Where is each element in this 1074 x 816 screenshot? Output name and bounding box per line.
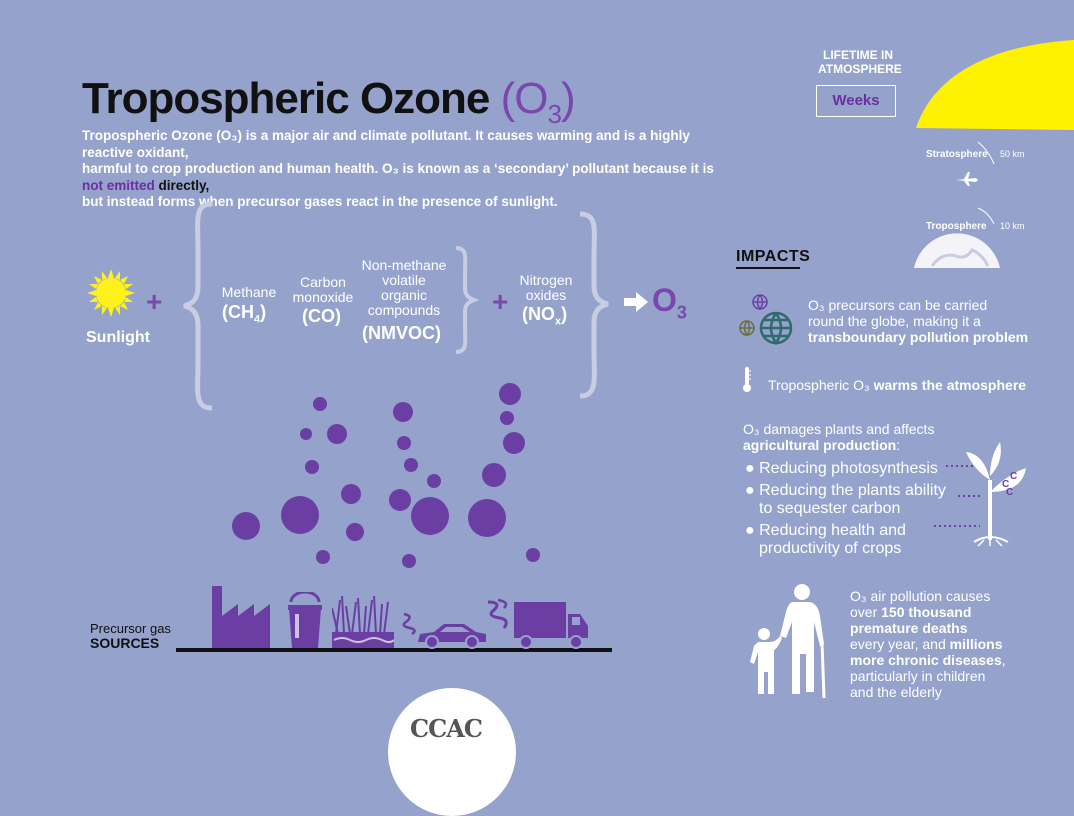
sources-label: Precursor gas SOURCES: [90, 621, 171, 651]
impact-transboundary: O₃ precursors can be carried round the g…: [808, 297, 1029, 345]
sun-icon: [87, 269, 135, 317]
bubble: [327, 424, 347, 444]
plus-sign-2: +: [492, 286, 509, 317]
troposphere-km: 10 km: [1000, 221, 1025, 231]
logo-circle: [388, 688, 516, 816]
stratosphere-label: Stratosphere: [926, 149, 988, 160]
bubble: [313, 397, 327, 411]
impacts-underline: [736, 267, 800, 269]
bubble: [281, 496, 319, 534]
bubble: [468, 499, 506, 537]
right-brace: [579, 211, 609, 399]
bubble: [499, 383, 521, 405]
globe-icon: [739, 294, 793, 346]
bubble: [232, 512, 260, 540]
car-icon: [418, 624, 486, 649]
bubble: [526, 548, 540, 562]
title-formula: (O3): [500, 74, 576, 129]
bubble: [500, 411, 514, 425]
plant-icon: [966, 442, 1026, 547]
plus-sign-1: +: [146, 286, 163, 317]
ccac-logo: CCAC: [410, 714, 483, 743]
truck-smoke-icon: [487, 598, 508, 629]
bubble: [316, 550, 330, 564]
factory-icon: [212, 586, 270, 648]
bubble: [393, 402, 413, 422]
thermometer-icon: [743, 367, 751, 392]
impact-warming: Tropospheric O₃ warms the atmosphere: [768, 377, 1027, 393]
troposphere-label: Troposphere: [926, 221, 987, 232]
not-emitted-highlight: not emitted: [82, 177, 155, 193]
bubble: [411, 497, 449, 535]
page-title: Tropospheric Ozone (O3): [82, 74, 576, 130]
bubble: [389, 489, 411, 511]
lifetime-value: Weeks: [816, 85, 896, 117]
bubble: [427, 474, 441, 488]
co-formula: (CO): [302, 306, 341, 326]
intro-paragraph: Tropospheric Ozone (O₃) is a major air a…: [82, 128, 714, 209]
inner-right-brace: [455, 246, 480, 354]
impact-health: O₃ air pollution causes over 150 thousan…: [850, 588, 1006, 700]
methane-formula: (CH4): [222, 302, 267, 326]
bullet-photosynthesis: ● Reducing photosynthesis: [745, 460, 938, 477]
bubble: [346, 523, 364, 541]
exhaust-smoke-icon: [402, 612, 416, 636]
title-text: Tropospheric Ozone: [82, 74, 490, 123]
earth-icon: [914, 233, 1000, 268]
nmvoc-formula: (NMVOC): [362, 323, 441, 343]
dotted-connectors: [934, 465, 980, 527]
ozone-result: O3: [652, 282, 687, 323]
impact-agriculture: O₃ damages plants and affects agricultur…: [743, 421, 935, 453]
rice-field-icon: [332, 595, 394, 648]
nox-formula: (NOx): [522, 304, 568, 328]
bubble: [305, 460, 319, 474]
sun-arc-icon: [916, 40, 1074, 130]
bubble: [341, 484, 361, 504]
truck-icon: [514, 602, 588, 649]
methane-label: Methane: [221, 284, 277, 300]
ground-line: [176, 648, 612, 652]
left-brace: [183, 201, 213, 411]
impacts-title: IMPACTS: [736, 248, 811, 265]
bubble: [300, 428, 312, 440]
bubble: [482, 463, 506, 487]
arrow-right-icon: [624, 292, 648, 312]
bubble: [503, 432, 525, 454]
bubble: [404, 458, 418, 472]
altitude-ticks: [977, 141, 995, 225]
bubble: [402, 554, 416, 568]
elderly-child-icon: [750, 584, 826, 699]
airplane-icon: [956, 172, 978, 186]
paint-bucket-icon: [288, 592, 322, 648]
sunlight-label: Sunlight: [86, 329, 150, 346]
stratosphere-km: 50 km: [1000, 149, 1025, 159]
bubble: [397, 436, 411, 450]
